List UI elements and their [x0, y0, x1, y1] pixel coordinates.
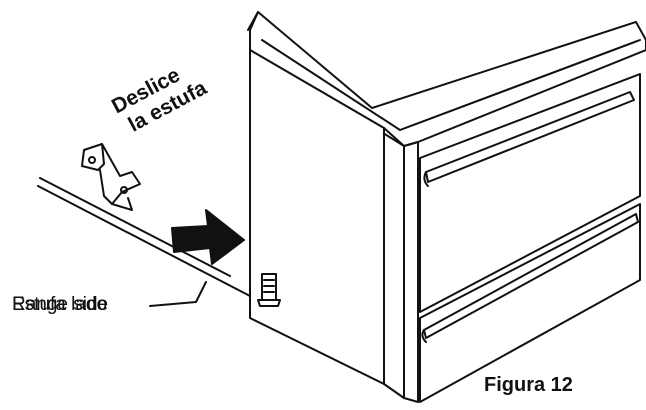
- floor-line-front: [37, 185, 251, 297]
- lower-drawer-handle: [423, 213, 639, 339]
- push-arrow: [171, 209, 245, 265]
- estufa-side-text: Estufa lado: [12, 294, 108, 315]
- range-side-label: Range side Estufa lado: [12, 294, 108, 316]
- figure-caption: Figura 12: [484, 374, 573, 396]
- range-side-text: Range side: [12, 294, 109, 315]
- anti-tip-bracket: [81, 143, 105, 171]
- upper-drawer-handle: [425, 91, 635, 183]
- lower-drawer: [419, 203, 641, 403]
- side-pointer: [149, 281, 207, 307]
- floor-line-back: [39, 177, 231, 277]
- upper-drawer: [419, 73, 641, 313]
